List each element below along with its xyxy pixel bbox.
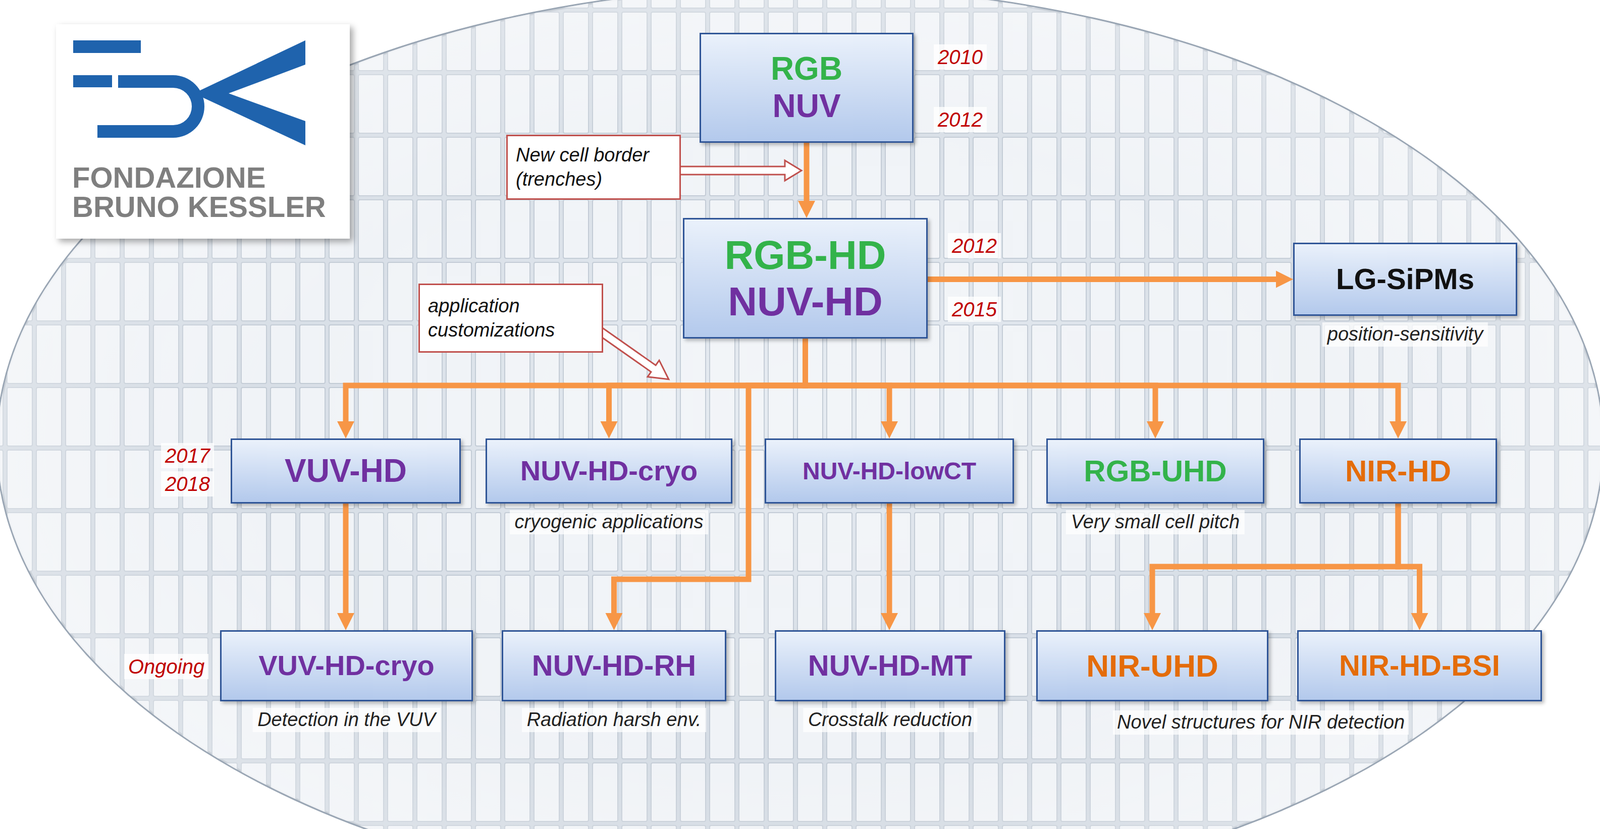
box-title: NUV-HD xyxy=(727,278,883,326)
logo-bar xyxy=(73,40,141,53)
callout-note: New cell border (trenches) xyxy=(506,134,681,200)
callout-arrow xyxy=(679,160,802,181)
flow-arrow xyxy=(343,503,349,614)
logo-box: FONDAZIONE BRUNO KESSLER xyxy=(56,24,350,239)
logo-hook xyxy=(97,75,205,138)
box-title: NUV xyxy=(772,87,841,126)
process-box: NUV-HD-lowCT xyxy=(764,438,1015,504)
box-title: NIR-UHD xyxy=(1086,648,1219,684)
callout-text: application customizations xyxy=(428,294,594,343)
box-title: RGB-UHD xyxy=(1083,453,1227,489)
box-caption: Very small cell pitch xyxy=(1065,510,1245,535)
box-caption: Radiation harsh env. xyxy=(521,708,707,733)
flow-arrow xyxy=(927,276,1276,283)
flow-arrow xyxy=(1398,503,1420,614)
box-caption: cryogenic applications xyxy=(509,510,709,535)
process-box: RGB-HDNUV-HD xyxy=(682,218,928,339)
box-title: NUV-HD-cryo xyxy=(520,454,699,488)
year-label: 2012 xyxy=(947,233,1001,259)
box-title: RGB-HD xyxy=(724,232,887,279)
box-title: NUV-HD-lowCT xyxy=(802,457,977,486)
box-title: LG-SiPMs xyxy=(1336,262,1475,297)
box-title: VUV-HD xyxy=(284,452,407,491)
group-caption: Novel structures for NIR detection xyxy=(1112,710,1409,735)
flow-arrow xyxy=(609,338,806,422)
flow-arrow xyxy=(804,142,810,201)
process-box: VUV-HD xyxy=(230,438,461,504)
process-box: RGBNUV xyxy=(699,32,914,143)
flow-arrow xyxy=(886,503,893,614)
year-label: 2012 xyxy=(933,107,987,133)
year-label: 2015 xyxy=(947,296,1001,323)
process-box: NUV-HD-MTCrosstalk reduction xyxy=(774,630,1006,702)
logo-text: FONDAZIONE BRUNO KESSLER xyxy=(72,163,335,222)
process-box: NUV-HD-cryocryogenic applications xyxy=(485,438,733,504)
callout-text: New cell border (trenches) xyxy=(515,143,672,192)
flow-arrow xyxy=(805,338,1156,422)
box-title: RGB xyxy=(770,50,843,88)
box-caption: Detection in the VUV xyxy=(252,708,441,733)
process-box: VUV-HD-cryoDetection in the VUV xyxy=(220,630,473,702)
callout-note: application customizations xyxy=(418,283,604,353)
status-label: Ongoing xyxy=(124,654,209,680)
flow-arrow xyxy=(805,338,890,422)
logo-chevron xyxy=(193,40,306,146)
process-box: NIR-HD xyxy=(1299,438,1498,504)
process-box: NUV-HD-RHRadiation harsh env. xyxy=(501,630,727,702)
process-box: NIR-UHD xyxy=(1036,630,1269,702)
process-box: RGB-UHDVery small cell pitch xyxy=(1046,438,1265,504)
box-title: NIR-HD-BSI xyxy=(1339,649,1501,683)
box-caption: Crosstalk reduction xyxy=(803,708,978,733)
year-label: 2017 xyxy=(161,443,215,469)
box-title: VUV-HD-cryo xyxy=(258,649,435,682)
box-title: NUV-HD-MT xyxy=(808,649,973,683)
box-title: NUV-HD-RH xyxy=(531,649,697,683)
process-box: LG-SiPMsposition-sensitivity xyxy=(1293,242,1518,316)
year-label: 2010 xyxy=(933,44,987,70)
process-box: NIR-HD-BSI xyxy=(1297,630,1542,702)
logo-bar xyxy=(73,75,113,88)
year-label: 2018 xyxy=(161,471,215,497)
box-caption: position-sensitivity xyxy=(1322,322,1488,347)
box-title: NIR-HD xyxy=(1345,453,1452,489)
flow-arrow xyxy=(805,338,1399,422)
